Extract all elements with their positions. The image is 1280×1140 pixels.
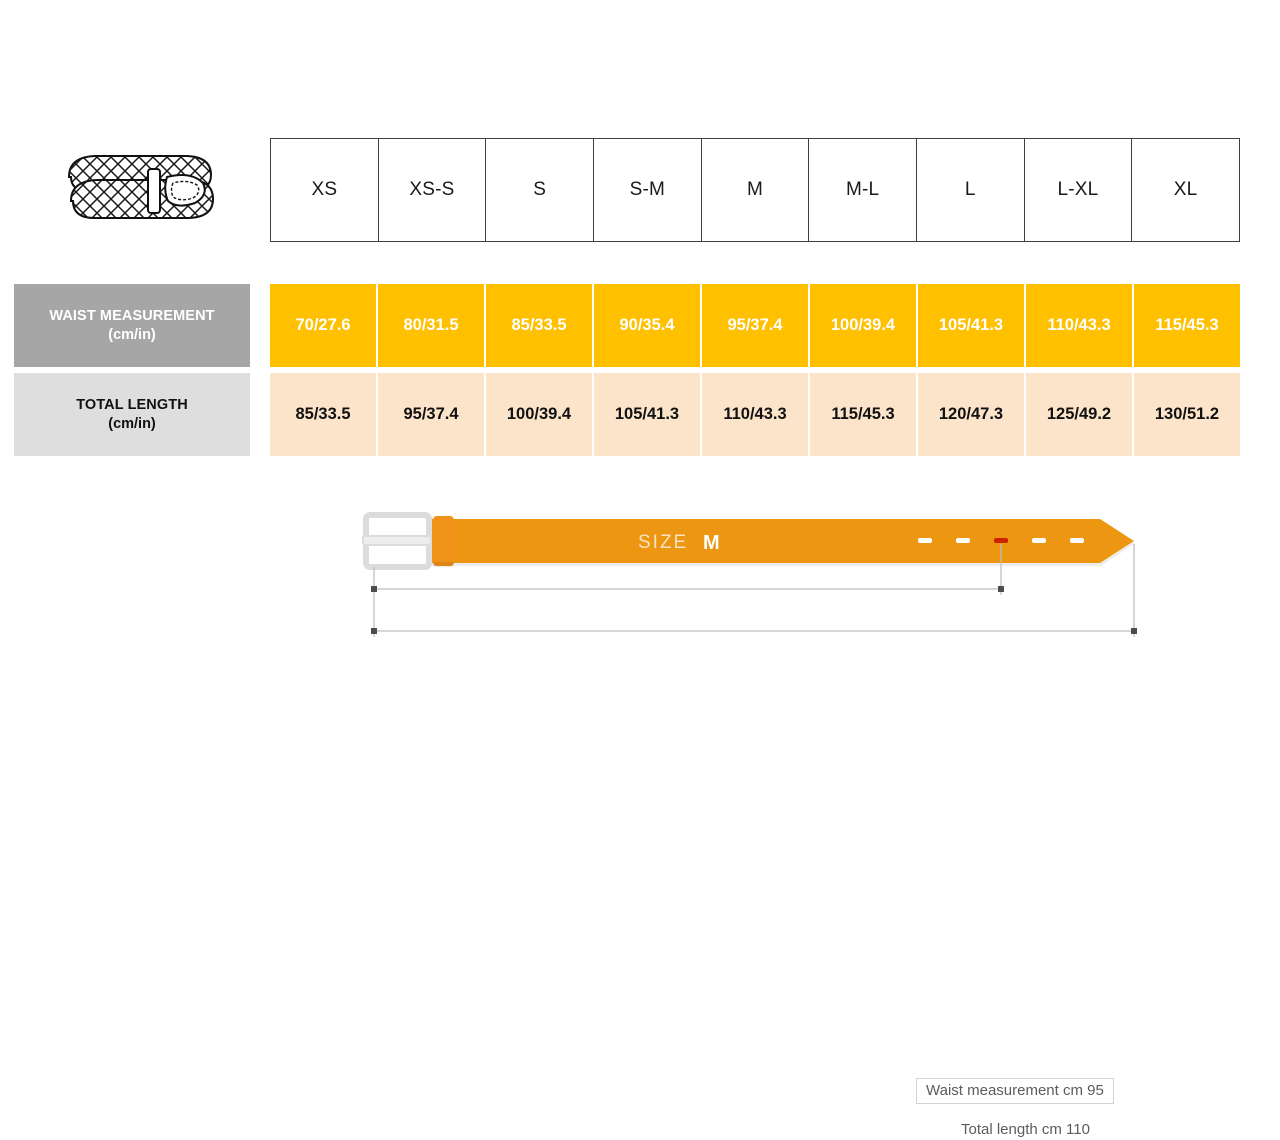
table-row-sizes: XS XS-S S S-M M M-L L L-XL XL (270, 138, 1240, 242)
length-value-cell: 85/33.5 (270, 373, 378, 456)
waist-value-cell: 110/43.3 (1026, 284, 1134, 367)
length-value-cell: 115/45.3 (810, 373, 918, 456)
waist-value-cell: 90/35.4 (594, 284, 702, 367)
belt-hole-highlighted (994, 538, 1008, 543)
row-label-unit: (cm/in) (108, 326, 156, 343)
size-header-cell: L-XL (1023, 138, 1133, 242)
waist-dimension-label: Waist measurement cm 95 (916, 1078, 1114, 1104)
belt-hole (1032, 538, 1046, 543)
length-value-cells: 85/33.5 95/37.4 100/39.4 105/41.3 110/43… (270, 373, 1240, 456)
length-value-cell: 130/51.2 (1134, 373, 1240, 456)
size-header-cell: S (485, 138, 594, 242)
buckle-prong-bar (362, 535, 432, 546)
product-belt-icon (55, 143, 225, 238)
waist-value-cells: 70/27.6 80/31.5 85/33.5 90/35.4 95/37.4 … (270, 284, 1240, 367)
size-header-cell: S-M (592, 138, 702, 242)
waist-measurement-label: WAIST MEASUREMENT (cm/in) (14, 284, 250, 367)
waist-measurement-row: WAIST MEASUREMENT (cm/in) 70/27.6 80/31.… (14, 284, 1240, 367)
waist-value-cell: 105/41.3 (918, 284, 1026, 367)
size-header-cell: M (700, 138, 810, 242)
belt-strap (427, 519, 1134, 563)
total-length-row: TOTAL LENGTH (cm/in) 85/33.5 95/37.4 100… (14, 373, 1240, 456)
length-value-cell: 120/47.3 (918, 373, 1026, 456)
waist-value-cell: 80/31.5 (378, 284, 486, 367)
belt-size-prefix: SIZE (638, 532, 688, 553)
length-value-cell: 100/39.4 (486, 373, 594, 456)
size-header-cell: XS-S (377, 138, 487, 242)
waist-value-cell: 95/37.4 (702, 284, 810, 367)
size-header-cell: M-L (808, 138, 917, 242)
size-header-cell: L (915, 138, 1025, 242)
row-label-title: TOTAL LENGTH (76, 396, 188, 413)
waist-dim-arrow-right (998, 586, 1004, 592)
row-label-title: WAIST MEASUREMENT (49, 307, 215, 324)
total-dim-arrow-right (1131, 628, 1137, 634)
length-value-cell: 95/37.4 (378, 373, 486, 456)
size-header-table: XS XS-S S S-M M M-L L L-XL XL (270, 138, 1240, 242)
woven-belt-illustration (67, 155, 215, 220)
waist-value-cell: 100/39.4 (810, 284, 918, 367)
total-dim-arrow-left (371, 628, 377, 634)
length-value-cell: 105/41.3 (594, 373, 702, 456)
row-label-unit: (cm/in) (108, 415, 156, 432)
length-value-cell: 125/49.2 (1026, 373, 1134, 456)
belt-hole (956, 538, 970, 543)
size-header-cell: XS (270, 138, 379, 242)
total-length-label: TOTAL LENGTH (cm/in) (14, 373, 250, 456)
size-header-cell: XL (1131, 138, 1240, 242)
belt-hole (918, 538, 932, 543)
length-value-cell: 110/43.3 (702, 373, 810, 456)
belt-hole (1070, 538, 1084, 543)
waist-value-cell: 115/45.3 (1134, 284, 1240, 367)
waist-value-cell: 85/33.5 (486, 284, 594, 367)
waist-value-cell: 70/27.6 (270, 284, 378, 367)
belt-measurement-diagram: SIZE M Waist measurement cm 95 Total len… (355, 500, 1155, 1140)
belt-size-value: M (703, 532, 720, 554)
total-length-dimension-label: Total length cm 110 (953, 1119, 1098, 1140)
waist-dim-arrow-left (371, 586, 377, 592)
belt-keeper-loop (433, 516, 454, 566)
